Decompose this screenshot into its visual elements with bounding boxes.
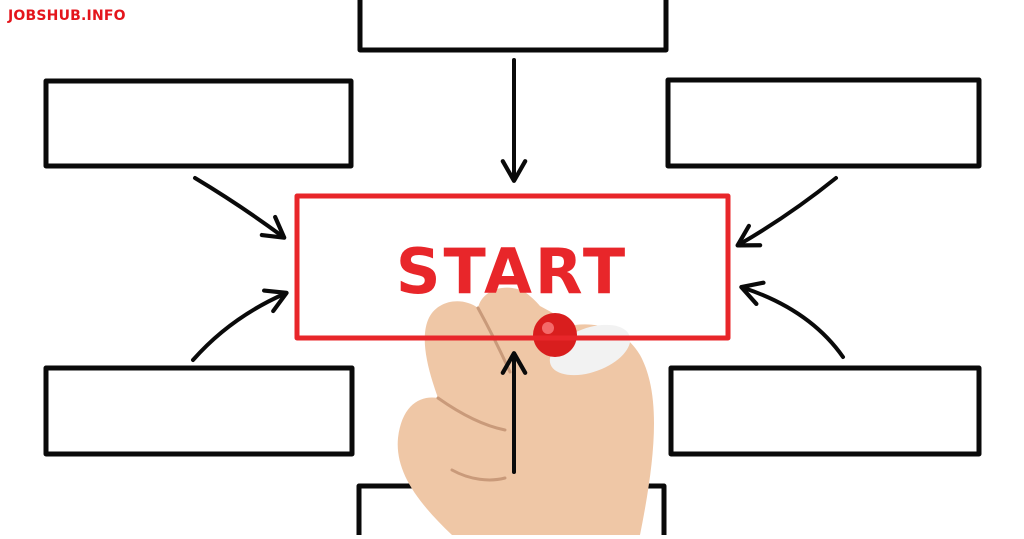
- pen-cap: [533, 313, 577, 357]
- start-box-border: [294, 193, 731, 341]
- pen-cap-highlight: [542, 322, 554, 334]
- arrows: [191, 58, 845, 362]
- hand-illustration: [397, 287, 654, 535]
- arrow-top-right-in: [735, 176, 838, 248]
- flow-box-top-left: [43, 78, 354, 169]
- flow-box-top: [357, 0, 669, 53]
- start-box: START: [294, 193, 731, 341]
- flow-box-bottom-left: [43, 365, 355, 457]
- start-label: START: [396, 235, 628, 308]
- hand-shape: [397, 287, 654, 535]
- arrow-top-left-in: [193, 176, 287, 240]
- arrow-bottom-left-in: [191, 288, 289, 362]
- arrow-bottom-right-in: [739, 280, 845, 359]
- outer-boxes: [43, 0, 982, 539]
- flow-box-bottom-right: [668, 365, 982, 457]
- flow-box-top-right: [665, 77, 982, 169]
- brand-logo-text: JOBSHUB.INFO: [8, 8, 126, 24]
